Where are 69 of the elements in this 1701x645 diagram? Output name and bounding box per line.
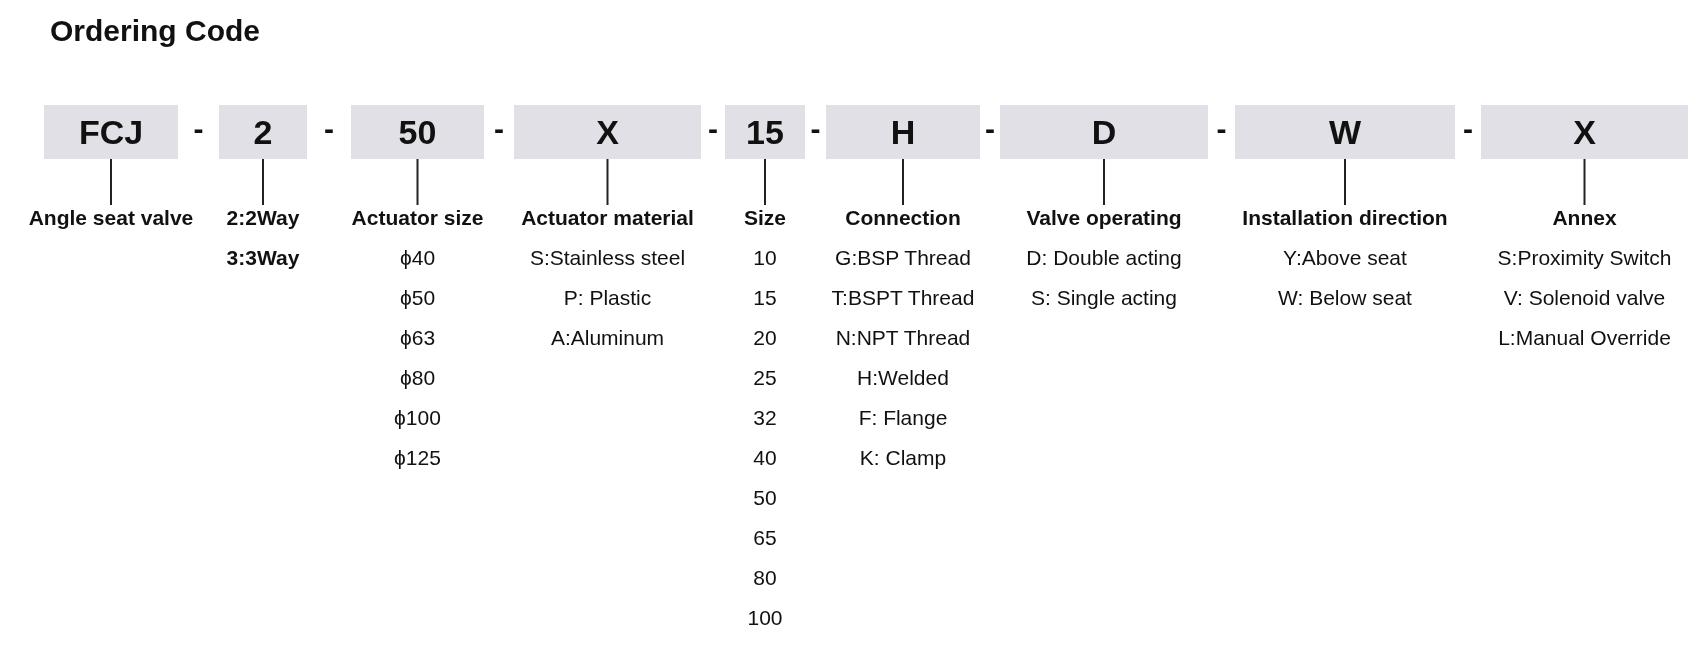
option-text: K: Clamp xyxy=(858,445,948,471)
code-segment-box: D xyxy=(1000,105,1208,159)
option-text: ϕ100 xyxy=(393,405,442,431)
column-heading: Actuator material xyxy=(521,205,694,231)
option-text: S:Proximity Switch xyxy=(1497,245,1672,271)
separator-dash: - xyxy=(810,112,821,146)
leader-line xyxy=(1583,158,1586,206)
option-text: 3:3Way xyxy=(226,245,300,271)
option-text: ϕ40 xyxy=(398,245,437,271)
option-text: ϕ50 xyxy=(398,285,437,311)
option-text: ϕ125 xyxy=(393,445,442,471)
code-segment-box: X xyxy=(514,105,701,159)
option-text: W: Below seat xyxy=(1277,285,1413,311)
option-text: V: Solenoid valve xyxy=(1502,285,1667,311)
option-text: A:Aluminum xyxy=(549,325,666,351)
leader-line xyxy=(1103,158,1105,206)
separator-dash: - xyxy=(494,112,504,146)
code-segment-box: 2 xyxy=(219,105,307,159)
separator-dash: - xyxy=(193,112,204,146)
column-heading: Installation direction xyxy=(1242,205,1448,231)
column-heading: Actuator size xyxy=(351,205,484,231)
option-text: S: Single acting xyxy=(1030,285,1178,311)
leader-line xyxy=(902,158,904,206)
option-text: 10 xyxy=(752,245,778,271)
option-text: T:BSPT Thread xyxy=(831,285,975,311)
column-heading: Angle seat valve xyxy=(28,205,194,231)
option-text: L:Manual Override xyxy=(1497,325,1672,351)
leader-line xyxy=(416,158,419,206)
option-text: S:Stainless steel xyxy=(528,245,687,271)
option-text: 80 xyxy=(752,565,778,591)
option-text: P: Plastic xyxy=(562,285,653,311)
option-text: Y:Above seat xyxy=(1282,245,1408,271)
leader-line xyxy=(262,158,264,206)
option-text: 65 xyxy=(752,525,778,551)
option-text: D: Double acting xyxy=(1026,245,1182,271)
option-text: F: Flange xyxy=(857,405,949,431)
code-segment-box: FCJ xyxy=(44,105,178,159)
separator-dash: - xyxy=(1216,112,1227,146)
option-text: 32 xyxy=(752,405,778,431)
separator-dash: - xyxy=(324,112,334,146)
code-segment-box: H xyxy=(826,105,980,159)
separator-dash: - xyxy=(708,112,718,146)
leader-line xyxy=(606,158,609,206)
option-text: G:BSP Thread xyxy=(834,245,972,271)
option-text: 50 xyxy=(752,485,778,511)
code-segment-box: 50 xyxy=(351,105,484,159)
title: Ordering Code xyxy=(50,14,260,48)
option-text: N:NPT Thread xyxy=(834,325,972,351)
column-heading: 2:2Way xyxy=(226,205,300,231)
option-text: ϕ63 xyxy=(398,325,437,351)
option-text: H:Welded xyxy=(856,365,950,391)
leader-line xyxy=(764,158,766,206)
option-text: 40 xyxy=(752,445,778,471)
code-segment-box: W xyxy=(1235,105,1455,159)
option-text: 20 xyxy=(752,325,778,351)
column-heading: Connection xyxy=(844,205,962,231)
code-segment-box: 15 xyxy=(725,105,805,159)
leader-line xyxy=(1344,158,1346,206)
leader-line xyxy=(110,158,112,206)
option-text: 100 xyxy=(746,605,784,631)
option-text: 15 xyxy=(752,285,778,311)
option-text: 25 xyxy=(752,365,778,391)
column-heading: Valve operating xyxy=(1026,205,1182,231)
code-segment-box: X xyxy=(1481,105,1688,159)
separator-dash: - xyxy=(985,112,995,146)
separator-dash: - xyxy=(1463,112,1473,146)
column-heading: Size xyxy=(744,205,786,231)
column-heading: Annex xyxy=(1551,205,1618,231)
option-text: ϕ80 xyxy=(398,365,437,391)
